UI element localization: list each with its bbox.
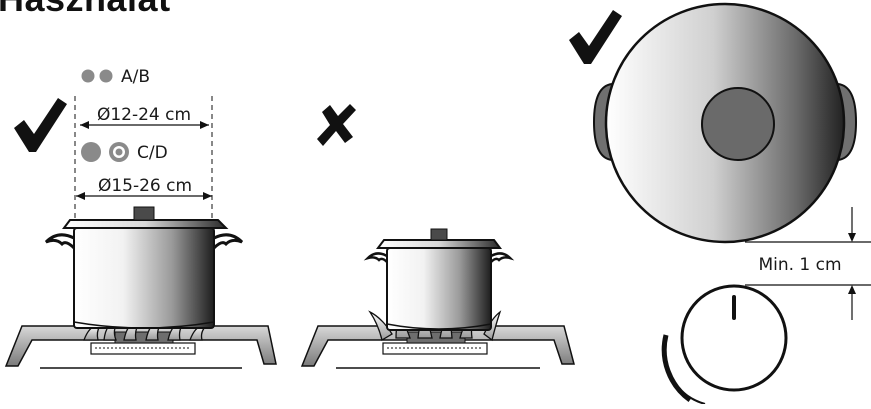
pan-top-view [604, 2, 846, 244]
burner-a-icon [81, 69, 95, 83]
diameter-dimension-ab: Ø12-24 cm [80, 105, 209, 129]
cooking-pot-small [363, 228, 515, 331]
burner-ab-label: A/B [121, 67, 150, 87]
burner-legend-ab: A/B [81, 67, 150, 87]
page-title: Használat [0, 0, 171, 20]
burner-c-icon [81, 142, 101, 162]
diameter-dimension-cd: Ø15-26 cm [76, 176, 212, 200]
burner-legend-cd: C/D [81, 142, 168, 163]
incorrect-icon [317, 104, 356, 146]
lid-knob [701, 87, 775, 161]
guide-lines [74, 96, 213, 232]
burner-cd-label: C/D [137, 143, 168, 163]
cooking-pot-large [44, 206, 244, 329]
diameter-cd-label: Ø15-26 cm [98, 176, 192, 196]
correct-icon-left [14, 98, 67, 152]
correct-icon-right [569, 10, 622, 64]
min-distance-dimension [745, 207, 871, 320]
min-distance-label: Min. 1 cm [758, 255, 841, 275]
burner-b-icon [99, 69, 113, 83]
diameter-ab-label: Ø12-24 cm [97, 105, 191, 125]
control-knob [661, 284, 788, 405]
